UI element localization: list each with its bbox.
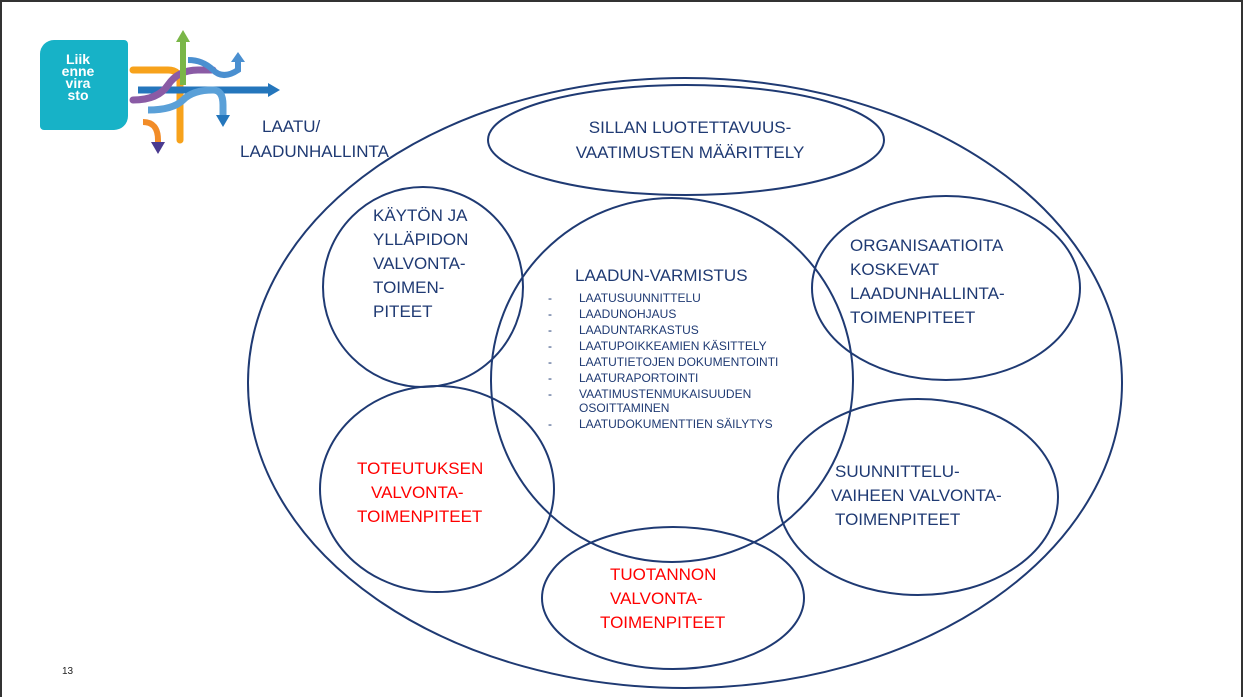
- toteutuksen-line1: TOTEUTUKSEN: [357, 459, 484, 478]
- tuotannon-label: TUOTANNON VALVONTA- TOIMENPITEET: [590, 563, 725, 635]
- suunnittelu-line1: SUUNNITTELU-: [835, 462, 960, 481]
- liikennevirasto-logo: [40, 40, 128, 130]
- bullet-text: LAADUNTARKASTUS: [579, 323, 699, 337]
- bullet-text: LAATUDOKUMENTTIEN SÄILYTYS: [579, 417, 773, 431]
- toteutuksen-label: TOTEUTUKSEN VALVONTA- TOIMENPITEET: [357, 457, 483, 529]
- bullet-dash: -: [548, 355, 552, 369]
- organisaatioita-label: ORGANISAATIOITA KOSKEVAT LAADUNHALLINTA-…: [850, 234, 1005, 330]
- toteutuksen-line2: VALVONTA-: [371, 483, 464, 502]
- title-line2: LAADUNHALLINTA: [240, 142, 389, 161]
- kayton-line3: VALVONTA-: [373, 254, 466, 273]
- center-bullet-item: - LAATUPOIKKEAMIEN KÄSITTELY: [548, 339, 818, 353]
- bullet-dash: -: [548, 323, 552, 337]
- organisaatioita-line4: TOIMENPITEET: [850, 308, 976, 327]
- tuotannon-line1: TUOTANNON: [610, 565, 717, 584]
- logo-text: Liik enne vira sto: [61, 51, 95, 103]
- suunnittelu-ellipse: [777, 398, 1059, 596]
- toteutuksen-line3: TOIMENPITEET: [357, 507, 483, 526]
- sillan-line2: VAATIMUSTEN MÄÄRITTELY: [575, 143, 805, 162]
- logo-arrows-graphic: [129, 30, 280, 154]
- center-bullet-item: - LAATUDOKUMENTTIEN SÄILYTYS: [548, 417, 818, 431]
- kayton-line2: YLLÄPIDON: [373, 230, 469, 249]
- bullet-text: LAATURAPORTOINTI: [579, 371, 699, 385]
- suunnittelu-line3: TOIMENPITEET: [835, 510, 961, 529]
- bullet-dash: -: [548, 307, 552, 321]
- suunnittelu-line2: VAIHEEN VALVONTA-: [831, 486, 1002, 505]
- outer-ellipse: [247, 77, 1123, 689]
- center-title: LAADUN-VARMISTUS: [575, 266, 748, 285]
- bullet-text: LAATUPOIKKEAMIEN KÄSITTELY: [579, 339, 767, 353]
- center-bullet-item: - LAADUNTARKASTUS: [548, 323, 818, 337]
- bullet-dash: -: [548, 371, 552, 385]
- center-bullet-item: - LAADUNOHJAUS: [548, 307, 818, 321]
- sillan-line1: SILLAN LUOTETTAVUUS-: [588, 118, 792, 137]
- center-bullet-list: - LAATUSUUNNITTELU - LAADUNOHJAUS - LAADUNTAR…: [548, 291, 818, 433]
- bullet-dash: -: [548, 339, 552, 353]
- bullet-text: VAATIMUSTENMUKAISUUDEN OSOITTAMINEN: [579, 387, 752, 415]
- center-circle: [490, 197, 854, 563]
- center-bullet-item: - LAATUSUUNNITTELU: [548, 291, 818, 305]
- bullet-text: LAATUSUUNNITTELU: [579, 291, 701, 305]
- sillan-ellipse: [487, 84, 885, 196]
- organisaatioita-line1: ORGANISAATIOITA: [850, 236, 1004, 255]
- tuotannon-line2: VALVONTA-: [610, 589, 703, 608]
- tuotannon-line3: TOIMENPITEET: [600, 613, 726, 632]
- bullet-dash: -: [548, 291, 552, 305]
- title-line1: LAATU/: [262, 117, 321, 136]
- organisaatioita-line2: KOSKEVAT: [850, 260, 940, 279]
- kayton-line1: KÄYTÖN JA: [373, 206, 468, 225]
- bullet-dash: -: [548, 387, 552, 401]
- center-bullet-item: - VAATIMUSTENMUKAISUUDEN OSOITTAMINEN: [548, 387, 818, 415]
- kayton-label: KÄYTÖN JA YLLÄPIDON VALVONTA- TOIMEN- PI…: [373, 204, 468, 324]
- kayton-line5: PITEET: [373, 302, 433, 321]
- organisaatioita-line3: LAADUNHALLINTA-: [850, 284, 1005, 303]
- center-bullet-item: - LAATURAPORTOINTI: [548, 371, 818, 385]
- sillan-label: SILLAN LUOTETTAVUUS- VAATIMUSTEN MÄÄRITT…: [540, 117, 840, 163]
- kayton-line4: TOIMEN-: [373, 278, 445, 297]
- page-number: 13: [62, 666, 74, 677]
- center-bullet-item: - LAATUTIETOJEN DOKUMENTOINTI: [548, 355, 818, 369]
- tuotannon-ellipse: [541, 526, 805, 670]
- suunnittelu-label: SUUNNITTELU- VAIHEEN VALVONTA- TOIMENPIT…: [831, 460, 1002, 532]
- toteutuksen-circle: [319, 385, 555, 593]
- bullet-text: LAADUNOHJAUS: [579, 307, 677, 321]
- bullet-dash: -: [548, 417, 552, 431]
- organisaatioita-ellipse: [811, 195, 1081, 381]
- bullet-text: LAATUTIETOJEN DOKUMENTOINTI: [579, 355, 779, 369]
